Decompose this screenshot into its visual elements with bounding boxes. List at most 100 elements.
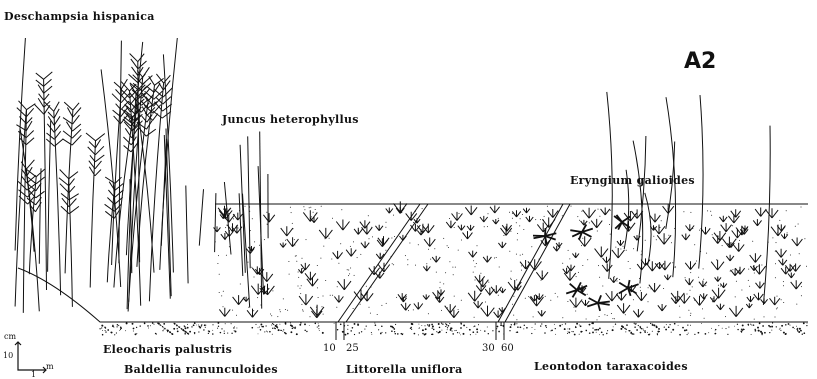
soil-dot <box>534 329 535 330</box>
rosette-plant <box>354 228 362 235</box>
label-baldellia: Baldellia ranunculoides <box>124 363 278 376</box>
surface-dot <box>350 246 351 247</box>
surface-dot <box>653 236 654 237</box>
surface-dot <box>620 249 621 250</box>
scale-bar-axes <box>18 342 46 370</box>
surface-dot <box>528 296 529 297</box>
soil-dot <box>251 327 253 329</box>
soil-dot <box>687 324 688 325</box>
surface-dot <box>348 270 349 271</box>
surface-dot <box>690 212 691 213</box>
surface-dot <box>498 218 499 219</box>
soil-dot <box>174 323 176 325</box>
surface-dot <box>736 281 737 282</box>
surface-dot <box>271 315 272 316</box>
surface-dot <box>524 287 525 288</box>
soil-dot <box>771 326 773 328</box>
surface-dot <box>298 272 299 273</box>
soil-dot <box>225 323 226 324</box>
soil-dot <box>361 331 362 332</box>
surface-dot <box>587 259 588 260</box>
soil-dot <box>293 327 294 328</box>
soil-dot <box>269 331 271 333</box>
rosette-plant <box>715 277 721 282</box>
grass-panicle <box>90 155 104 162</box>
soil-dot <box>185 327 187 329</box>
soil-dot <box>193 324 195 326</box>
soil-dot <box>517 326 519 328</box>
soil-dot <box>424 325 425 326</box>
surface-dot <box>720 286 721 287</box>
soil-dot <box>761 334 762 335</box>
surface-dot <box>640 287 641 288</box>
surface-dot <box>485 302 486 303</box>
surface-dot <box>331 259 332 260</box>
soil-dot <box>666 324 667 325</box>
surface-dot <box>385 250 386 251</box>
surface-dot <box>254 277 255 278</box>
soil-dot <box>234 326 235 327</box>
soil-dot <box>541 323 542 324</box>
soil-dot <box>306 331 307 332</box>
rosette-plant <box>526 216 533 222</box>
soil-dot <box>235 331 237 333</box>
surface-dot <box>496 257 497 258</box>
surface-dot <box>407 259 408 260</box>
rosette-plant <box>386 208 393 214</box>
flower-stem <box>666 97 676 277</box>
rosette-plant <box>233 295 245 305</box>
surface-dot <box>576 276 577 277</box>
soil-dot <box>633 333 634 334</box>
soil-dot <box>740 330 742 332</box>
scale-horizontal-unit: m <box>46 362 54 371</box>
soil-dot <box>762 325 764 327</box>
soil-dot <box>374 323 375 324</box>
surface-dot <box>725 316 726 317</box>
soil-dot <box>671 332 672 333</box>
surface-dot <box>304 209 305 210</box>
rosette-plant <box>700 293 707 299</box>
soil-dot <box>803 323 805 325</box>
soil-dot <box>395 333 396 334</box>
rosette-plant <box>233 213 242 221</box>
soil-dot <box>272 334 273 335</box>
soil-dot <box>498 331 500 333</box>
soil-dot <box>385 332 386 333</box>
rosette-plant <box>746 303 752 308</box>
surface-dot <box>703 268 704 269</box>
soil-dot <box>466 327 467 328</box>
surface-dot <box>630 268 631 269</box>
soil-dot <box>352 327 354 329</box>
rosette-plant <box>446 221 455 229</box>
rosette-plant <box>432 256 440 262</box>
rosette-plant <box>602 264 612 272</box>
soil-dot <box>748 325 749 326</box>
surface-dot <box>510 312 511 313</box>
soil-dot <box>592 327 593 328</box>
soil-dot <box>463 333 465 335</box>
soil-dot <box>516 323 517 324</box>
soil-dot <box>431 334 432 335</box>
soil-dot <box>484 330 485 331</box>
soil-dot <box>665 329 667 331</box>
grass-panicle <box>86 133 105 141</box>
surface-dot <box>562 317 563 318</box>
surface-dot <box>329 238 330 239</box>
surface-dot <box>712 298 713 299</box>
surface-dot <box>455 267 456 268</box>
rosette-plant <box>581 220 588 225</box>
soil-dot <box>418 334 419 335</box>
surface-dot <box>776 308 777 309</box>
surface-dot <box>690 313 691 314</box>
surface-dot <box>521 265 522 266</box>
soil-dot <box>295 327 296 328</box>
soil-dot <box>220 332 221 333</box>
surface-dot <box>586 319 587 320</box>
surface-dot <box>461 240 462 241</box>
soil-dot <box>790 325 791 326</box>
soil-dot <box>436 331 437 332</box>
soil-dot <box>392 327 394 329</box>
soil-dot <box>438 323 440 325</box>
surface-dot <box>640 290 641 291</box>
surface-dot <box>285 309 286 310</box>
